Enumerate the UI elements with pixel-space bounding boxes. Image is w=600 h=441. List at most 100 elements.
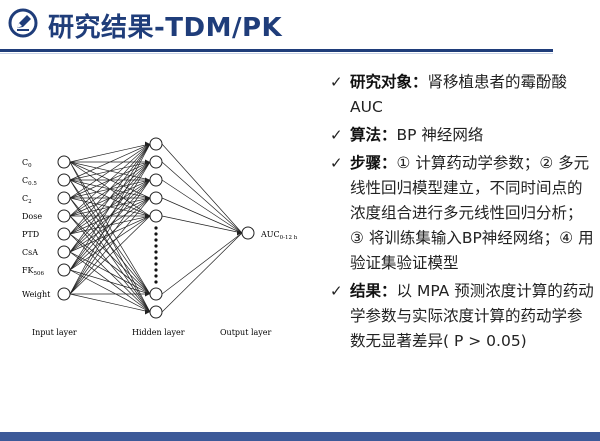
input-label-7: Weight	[22, 290, 51, 299]
input-label-2: C2	[22, 194, 32, 205]
hidden-node	[149, 287, 163, 301]
connection-input-hidden	[69, 215, 151, 295]
hidden-layer-ellipsis	[154, 226, 158, 284]
bullet-label: 步骤：	[350, 154, 397, 172]
connection-input-hidden	[69, 143, 151, 217]
input-node	[57, 155, 71, 169]
input-node	[57, 245, 71, 259]
connection-input-hidden	[69, 269, 151, 295]
bullet-text: BP 神经网络	[396, 126, 484, 144]
hidden-layer-label: Hidden layer	[132, 328, 185, 337]
ellipsis-dot	[154, 280, 158, 284]
arrow-head	[145, 195, 150, 201]
connection-hidden-output	[161, 143, 243, 234]
title-rule	[0, 49, 553, 52]
output-node	[241, 226, 255, 240]
connection-input-hidden	[69, 293, 151, 313]
ellipsis-dot	[154, 274, 158, 278]
input-node	[57, 287, 71, 301]
input-label-3: Dose	[22, 212, 42, 221]
connection-input-hidden	[69, 143, 151, 199]
connection-input-hidden	[69, 197, 151, 271]
neural-network-diagram: C0 C0.5 C2 Dose PTD CsA FK506 Weight AUC…	[22, 137, 298, 337]
connection-input-hidden	[69, 197, 151, 295]
arrow-head	[145, 291, 150, 297]
connection-hidden-output	[161, 215, 243, 234]
check-icon: ✓	[330, 282, 343, 300]
output-label: AUC0-12 h	[260, 230, 298, 241]
hidden-node	[149, 209, 163, 223]
connection-input-hidden	[69, 269, 151, 313]
input-layer-label: Input layer	[32, 328, 77, 337]
connection-input-hidden	[69, 179, 151, 271]
input-node	[57, 191, 71, 205]
ellipsis-dot	[154, 256, 158, 260]
page-title: 研究结果-TDM/PK	[48, 13, 283, 43]
connection-hidden-output	[161, 161, 243, 234]
hidden-node	[149, 191, 163, 205]
input-label-5: CsA	[22, 248, 38, 257]
input-node	[57, 227, 71, 241]
connection-input-hidden	[69, 143, 151, 295]
bullet-label: 算法：	[350, 126, 397, 144]
input-node	[57, 209, 71, 223]
arrow-head	[237, 230, 242, 236]
bottom-bar	[0, 432, 600, 441]
connection-hidden-output	[161, 232, 243, 295]
title-rule-light	[0, 53, 553, 54]
input-node	[57, 263, 71, 277]
connection-input-hidden	[69, 143, 151, 235]
ellipsis-dot	[154, 244, 158, 248]
ellipsis-dot	[154, 232, 158, 236]
hidden-node	[149, 173, 163, 187]
connection-hidden-output	[161, 232, 243, 313]
nodes	[57, 137, 255, 319]
hidden-node	[149, 155, 163, 169]
input-label-4: PTD	[22, 230, 39, 239]
check-icon: ✓	[330, 126, 343, 144]
connection-input-hidden	[69, 143, 151, 181]
ellipsis-dot	[154, 268, 158, 272]
connection-input-hidden	[69, 161, 151, 295]
input-label-6: FK506	[22, 266, 45, 277]
bullet-label: 研究对象：	[350, 73, 428, 91]
bullet-algorithm: ✓ 算法：BP 神经网络	[330, 123, 594, 148]
hidden-node	[149, 137, 163, 151]
input-label-0: C0	[22, 158, 32, 169]
ellipsis-dot	[154, 262, 158, 266]
hidden-node	[149, 305, 163, 319]
check-icon: ✓	[330, 154, 343, 172]
connection-input-hidden	[69, 161, 151, 271]
ellipsis-dot	[154, 238, 158, 242]
connections	[69, 141, 243, 315]
ellipsis-dot	[154, 250, 158, 254]
connection-hidden-output	[161, 179, 243, 234]
connection-input-hidden	[69, 143, 151, 253]
bullet-text: 肾移植患者的霉酚酸AUC	[350, 73, 568, 116]
bullet-research-subject: ✓ 研究对象：肾移植患者的霉酚酸AUC	[330, 70, 594, 120]
circle-pencil-icon	[8, 8, 38, 38]
check-icon: ✓	[330, 73, 343, 91]
connection-input-hidden	[69, 215, 151, 271]
arrow-head	[145, 159, 150, 165]
arrow-head	[145, 309, 150, 315]
connection-input-hidden	[69, 143, 151, 271]
ellipsis-dot	[154, 226, 158, 230]
bullet-list: ✓ 研究对象：肾移植患者的霉酚酸AUC ✓ 算法：BP 神经网络 ✓ 步骤：① …	[330, 70, 594, 357]
title-bar: 研究结果-TDM/PK	[0, 0, 600, 54]
bullet-text: ① 计算药动学参数；② 多元线性回归模型建立，不同时间点的浓度组合进行多元线性回…	[350, 154, 594, 272]
bullet-label: 结果：	[350, 282, 397, 300]
input-node	[57, 173, 71, 187]
input-label-1: C0.5	[22, 176, 37, 187]
connection-input-hidden	[69, 233, 151, 295]
labels: C0 C0.5 C2 Dose PTD CsA FK506 Weight AUC…	[22, 158, 298, 337]
connection-input-hidden	[69, 251, 151, 295]
bullet-steps: ✓ 步骤：① 计算药动学参数；② 多元线性回归模型建立，不同时间点的浓度组合进行…	[330, 151, 594, 276]
arrow-head	[145, 177, 150, 183]
connection-input-hidden	[69, 179, 151, 295]
arrow-head	[145, 213, 150, 219]
output-layer-label: Output layer	[220, 328, 272, 337]
arrow-head	[145, 141, 150, 147]
connection-hidden-output	[161, 197, 243, 234]
